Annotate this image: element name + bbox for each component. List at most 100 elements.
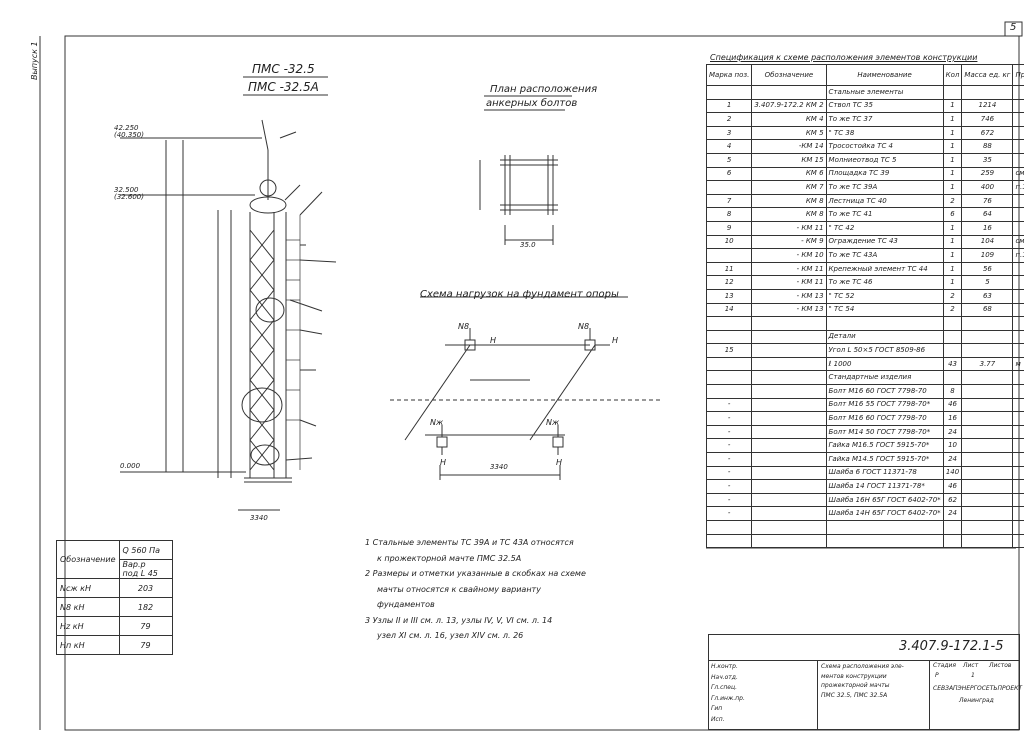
drawing-name-line: ПМС 32.5, ПМС 32.5А <box>821 691 888 699</box>
spec-cell <box>961 506 1014 521</box>
drawing-name: Схема расположения эле- ментов конструкц… <box>821 662 904 700</box>
loads-title: Схема нагрузок на фундамент опоры <box>420 289 619 300</box>
spec-cell <box>1012 411 1024 426</box>
spec-cell <box>961 343 1014 358</box>
spec-cell: КМ 8 <box>751 193 827 209</box>
spec-cell <box>751 384 827 399</box>
spec-cell: - <box>705 424 753 440</box>
spec-cell: м <box>1012 356 1024 372</box>
spec-cell: 76 <box>961 193 1014 209</box>
spec-cell: 1 <box>942 152 963 168</box>
spec-cell <box>705 520 753 535</box>
spec-cell: 35 <box>961 152 1014 168</box>
spec-cell: " ТС 52 <box>825 288 944 304</box>
spec-cell: 1 <box>942 220 963 236</box>
spec-cell: 4 <box>705 139 753 154</box>
spec-cell: см.поя <box>1012 234 1024 250</box>
spec-cell <box>1012 112 1024 127</box>
spec-cell <box>961 479 1014 494</box>
spec-cell <box>1012 85 1024 100</box>
spec-cell <box>942 343 963 358</box>
spec-cell <box>1012 98 1024 114</box>
sheet-value: 1 <box>971 672 975 679</box>
loads-header-wind: Q 560 Па <box>118 540 173 560</box>
load-label: Нп кН <box>56 635 120 655</box>
spec-cell: Ограждение ТС 43 <box>825 234 944 250</box>
spec-cell: 15 <box>705 343 753 358</box>
spec-cell: " ТС 38 <box>825 125 944 141</box>
spec-cell <box>1012 520 1024 535</box>
spec-cell <box>1012 506 1024 521</box>
loads-header-angle: под L 45 <box>122 569 158 578</box>
spec-header-cell: Марка поз. <box>705 64 753 86</box>
spec-cell <box>1012 479 1024 494</box>
load-label: Nсж кН <box>56 578 120 598</box>
spec-cell: КМ 15 <box>751 152 827 168</box>
elevation-top: 42.250 <box>114 124 139 132</box>
spec-cell: - КМ 11 <box>751 220 827 236</box>
mast-title-2: ПМС -32.5А <box>248 80 319 94</box>
spec-row: -Шайба 16Н 65Г ГОСТ 6402-70*62 <box>705 492 1024 508</box>
spec-cell: Молниеотвод ТС 5 <box>825 152 944 168</box>
spec-cell: - КМ 13 <box>751 288 827 304</box>
spec-cell: 3.407.9-172.2 КМ 2 <box>751 98 827 114</box>
title-block-role: Гл.инж.пр. <box>711 694 745 702</box>
spec-row: -Болт М16 55 ГОСТ 7798-70*46 <box>705 397 1024 413</box>
spec-cell <box>751 356 827 372</box>
base-dim: 3340 <box>250 514 268 522</box>
spec-cell: Лестница ТС 40 <box>825 193 944 209</box>
title-block-role: Исп. <box>711 715 725 723</box>
spec-cell <box>1012 139 1024 154</box>
spec-cell <box>942 533 963 549</box>
spec-cell <box>705 316 753 331</box>
spec-row: -Гайка М14.5 ГОСТ 5915-70*24 <box>705 452 1024 467</box>
spec-cell: 3 <box>705 125 753 141</box>
spec-cell: КМ 8 <box>751 207 827 222</box>
spec-cell <box>1012 193 1024 209</box>
spec-cell: КМ 5 <box>751 125 827 141</box>
load-nzh-b: Nж <box>546 418 560 427</box>
spec-cell: 64 <box>961 207 1014 222</box>
spec-cell: Болт М16 60 ГОСТ 7798-70 <box>825 384 944 399</box>
spec-cell: 672 <box>961 125 1014 141</box>
spec-cell: То же ТС 41 <box>825 207 944 222</box>
spec-cell: -КМ 14 <box>751 139 827 154</box>
spec-cell <box>1012 492 1024 508</box>
spec-cell: - <box>705 479 753 494</box>
spec-header-cell: Наименование <box>825 64 944 86</box>
spec-cell <box>751 370 827 386</box>
spec-cell: 104 <box>961 234 1014 250</box>
spec-cell: КМ 7 <box>751 180 827 195</box>
spec-cell: - КМ 13 <box>751 302 827 318</box>
spec-cell: 43 <box>942 356 963 372</box>
spec-cell <box>1012 316 1024 331</box>
spec-cell: 8 <box>705 207 753 222</box>
title-block-role: Гип <box>711 705 723 712</box>
spec-cell <box>1012 125 1024 141</box>
spec-cell: 24 <box>942 424 963 440</box>
spec-cell: 12 <box>705 275 753 290</box>
spec-cell: 400 <box>961 180 1014 195</box>
spec-cell: То же ТС 43А <box>825 248 944 263</box>
spec-cell <box>751 329 827 345</box>
spec-cell <box>942 85 963 100</box>
drawing-name-line: ментов конструкции <box>821 672 887 680</box>
spec-cell <box>751 465 827 481</box>
spec-cell: " ТС 42 <box>825 220 944 236</box>
spec-cell: 88 <box>961 139 1014 154</box>
spec-cell <box>825 316 944 331</box>
spec-cell: Площадка ТС 39 <box>825 166 944 182</box>
spec-cell: Шайба 14 ГОСТ 11371-78* <box>825 479 944 494</box>
spec-cell: 46 <box>942 397 963 413</box>
spec-cell <box>1012 329 1024 345</box>
spec-cell: 1 <box>705 98 753 114</box>
load-label: N8 кН <box>56 597 120 617</box>
spec-cell: п.1 <box>1012 180 1024 195</box>
org-city: Ленинград <box>959 697 994 704</box>
spec-cell <box>705 248 753 263</box>
spec-cell <box>961 465 1014 481</box>
